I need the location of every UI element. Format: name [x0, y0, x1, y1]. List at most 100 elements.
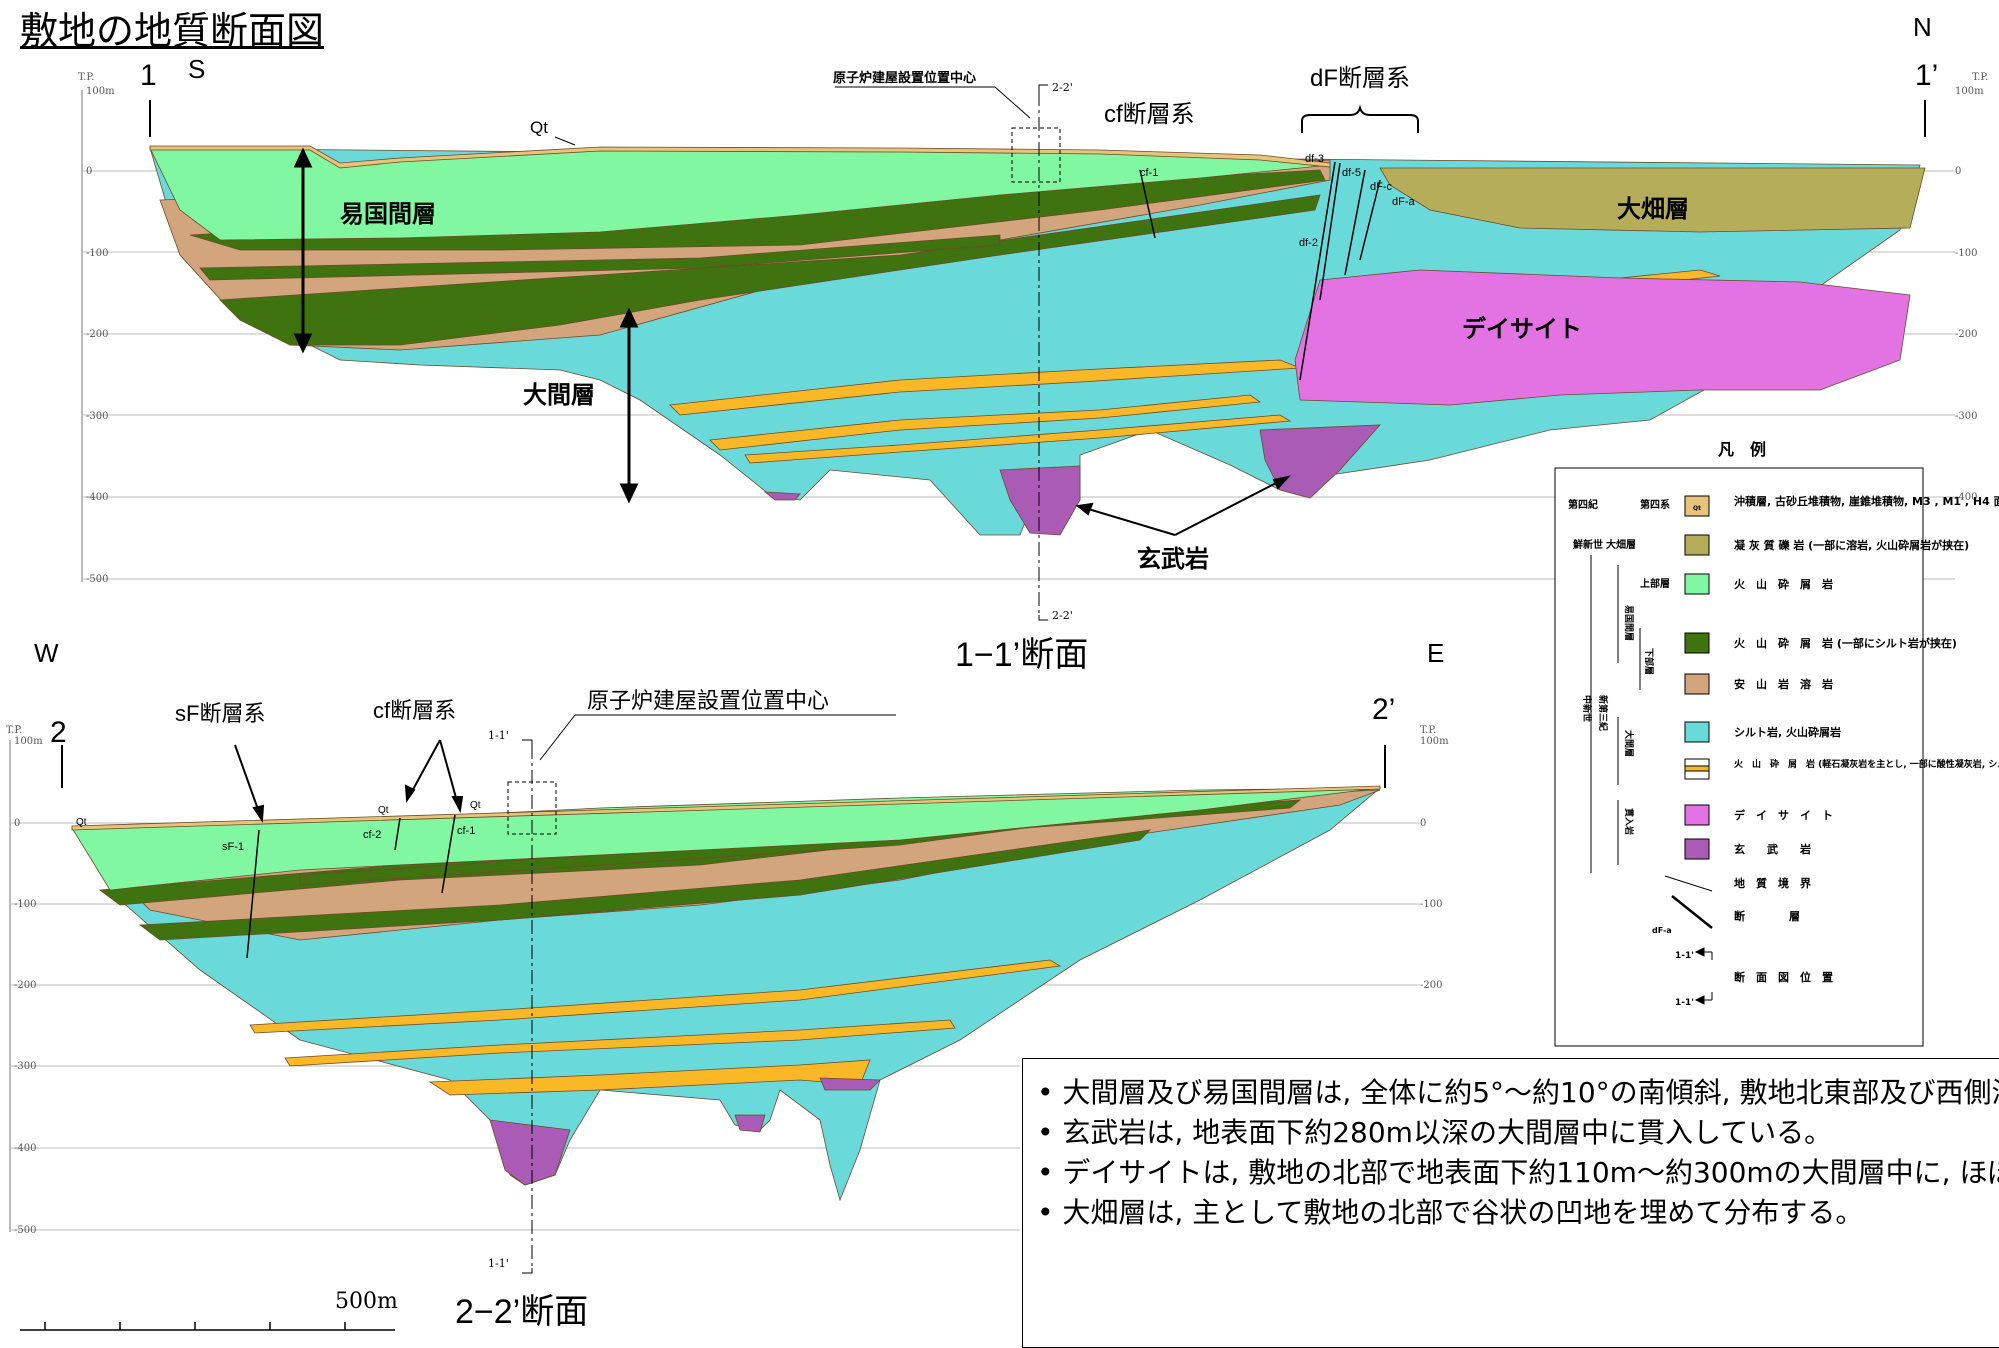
notes-box: • 大間層及び易国間層は, 全体に約5°～約10°の南傾斜, 敷地北東部及び西側…	[1022, 1058, 1999, 1348]
s1-label-oma: 大間層	[523, 382, 595, 409]
note-4: • 大畑層は, 主として敷地の北部で谷状の凹地を埋めて分布する。	[1037, 1196, 1864, 1229]
s1-fault-cf: cf断層系	[1104, 101, 1195, 128]
section-1-reactor-marker	[1011, 84, 1061, 621]
section-1-dimension-arrows	[293, 147, 639, 504]
s1-lower-volc-3	[199, 234, 1001, 281]
section-2-reactor-marker	[507, 739, 557, 1274]
s1-fault-df: dF断層系	[1310, 65, 1410, 92]
legend-group-ekokuma: 易国間層	[1623, 605, 1635, 641]
s2-basalt-1	[489, 1119, 571, 1186]
legend-fault-code: dF-a	[1652, 926, 1672, 935]
s1-dir-left: S	[188, 54, 205, 84]
s2-tick-m300: -300	[14, 1061, 36, 1072]
s1-rtick-m400: -400	[1955, 492, 1977, 503]
s2-lower-volc-2	[138, 829, 1152, 941]
s2-rtick-m200: -200	[1420, 980, 1442, 991]
section-2-text: 2 2’ sF断層系 cf断層系 原子炉建屋設置位置中心 1-1' 1-1' Q…	[50, 688, 1395, 1331]
s2-caption: 2−2’断面	[455, 1293, 588, 1331]
note-4-text: 大畑層は, 主として敷地の北部で谷状の凹地を埋めて分布する。	[1062, 1196, 1864, 1229]
s1-obata	[1379, 167, 1926, 233]
s1-tick-m400: -400	[86, 492, 108, 503]
section-end-markers	[61, 100, 1926, 788]
s1-tp-left: T.P.	[78, 72, 94, 83]
legend-epoch-pliocene: 鮮新世	[1573, 538, 1603, 551]
note-3-text: デイサイトは, 敷地の北部で地表面下約110m～約300mの大間層中に, ほぼ水…	[1062, 1156, 1999, 1189]
s2-fault-sf: sF断層系	[175, 701, 265, 726]
s1-cross-ref-top: 2-2'	[1052, 81, 1073, 94]
s1-tag-dfc: dF-c	[1370, 181, 1393, 193]
s1-tag-dfa: dF-a	[1392, 196, 1416, 208]
section-2-layers	[71, 785, 1382, 1202]
s2-tick-100: 100m	[14, 736, 43, 747]
s2-pumice-1	[249, 959, 1062, 1034]
s1-rtick-m300: -300	[1955, 411, 1977, 422]
s2-tag-sf1: sF-1	[222, 841, 244, 853]
s1-caption: 1−1’断面	[955, 636, 1088, 674]
s2-tick-m200: -200	[14, 980, 36, 991]
s2-qt-3: Qt	[470, 800, 481, 811]
s1-left-label: 1	[140, 59, 157, 92]
note-2-text: 玄武岩は, 地表面下約280m以深の大間層中に貫入している。	[1062, 1116, 1833, 1149]
legend-item-basalt: 玄 武 岩	[1734, 842, 1811, 856]
legend-item-lower-volc: 火 山 砕 屑 岩 (一部にシルト岩が挟在)	[1734, 636, 1957, 650]
s1-dacite	[1294, 269, 1911, 406]
s2-cross-ref-bottom: 1-1'	[488, 1257, 509, 1270]
legend-era-neogene: 新第三紀	[1597, 695, 1609, 731]
basalt-callout-arrows	[1075, 475, 1291, 536]
legend-item-andesite: 安 山 岩 溶 岩	[1734, 677, 1833, 691]
s1-rtick-0: 0	[1955, 166, 1961, 177]
s1-dir-right: N	[1913, 12, 1932, 42]
legend-title: 凡 例	[1718, 440, 1766, 459]
df-bracket	[1301, 104, 1419, 133]
legend-sub-lower: 下部層	[1643, 648, 1655, 675]
s2-dir-right: E	[1427, 638, 1444, 668]
s2-tag-cf2: cf-2	[363, 829, 381, 841]
legend-epoch-miocene: 中新世	[1581, 695, 1593, 722]
s1-label-obata: 大畑層	[1617, 196, 1689, 223]
scale-bar	[20, 1322, 395, 1331]
s1-rtick-100: 100m	[1955, 86, 1984, 97]
s2-reactor-label: 原子炉建屋設置位置中心	[587, 688, 829, 713]
legend-group-obata: 大畑層	[1606, 538, 1636, 551]
section-1-layers	[149, 145, 1926, 536]
s1-qt	[149, 145, 1331, 169]
s1-right-label: 1’	[1915, 59, 1938, 92]
s2-left-label: 2	[50, 716, 67, 749]
legend-section-code-1: 1-1'	[1675, 951, 1694, 961]
s2-rtick-m100: -100	[1420, 899, 1442, 910]
s1-tag-df2: df-2	[1299, 237, 1318, 249]
legend-item-qt: 沖積層, 古砂丘堆積物, 崖錐堆積物, M3 , M1 , H4 面段丘堆積物	[1734, 494, 1999, 508]
s1-reactor-label: 原子炉建屋設置位置中心	[833, 70, 976, 85]
section-1-text: 1 S N 1’ 原子炉建屋設置位置中心 2-2' 2-2' cf断層系 dF断…	[34, 12, 1938, 674]
legend-group-intrusive: 貫入岩	[1623, 808, 1635, 835]
note-1-text: 大間層及び易国間層は, 全体に約5°～約10°の南傾斜, 敷地北東部及び西側海域…	[1062, 1076, 1999, 1109]
s1-label-ekokuma: 易国間層	[340, 201, 436, 228]
note-2: • 玄武岩は, 地表面下約280m以深の大間層中に貫入している。	[1037, 1116, 1833, 1149]
note-3: • デイサイトは, 敷地の北部で地表面下約110m～約300mの大間層中に, ほ…	[1033, 1153, 1999, 1193]
legend-qt-code: Qt	[1693, 505, 1701, 512]
s2-fault-cf: cf断層系	[373, 698, 456, 723]
legend: 凡 例 第四紀 第四系 鮮新世 大畑層 上部層 新第三紀 中新世 易国間層 下部…	[1554, 440, 1999, 1047]
s1-qt: Qt	[530, 118, 548, 137]
section-1-faults	[1139, 161, 1381, 381]
legend-item-pumice: 火 山 砕 屑 岩 (軽石凝灰岩を主とし, 一部に酸性凝灰岩, シルト岩が挟在)	[1734, 758, 1999, 770]
s1-basalt-2	[1259, 424, 1381, 499]
legend-section-code-2: 1-1'	[1675, 998, 1694, 1008]
s1-label-dacite: デイサイト	[1462, 315, 1582, 343]
s1-rtick-m200: -200	[1955, 329, 1977, 340]
legend-system-quaternary: 第四系	[1640, 498, 1670, 511]
s2-tick-m400: -400	[14, 1143, 36, 1154]
s2-cross-ref-top: 1-1'	[488, 729, 509, 742]
legend-group-oma: 大間層	[1623, 730, 1635, 757]
legend-sub-upper: 上部層	[1640, 577, 1670, 590]
s2-qt-2: Qt	[378, 805, 389, 816]
reactor-leader	[554, 86, 1031, 146]
s2-qt-1: Qt	[76, 817, 87, 828]
s2-tp-left: T.P.	[6, 725, 22, 736]
s1-tag-df3: df-3	[1305, 153, 1324, 165]
s1-pumice-3	[744, 414, 1292, 464]
s2-dir-left: W	[34, 638, 59, 668]
s2-qt	[71, 785, 1381, 831]
legend-item-upper-volc: 火 山 砕 屑 岩	[1734, 577, 1833, 591]
s2-tick-0: 0	[14, 818, 20, 829]
